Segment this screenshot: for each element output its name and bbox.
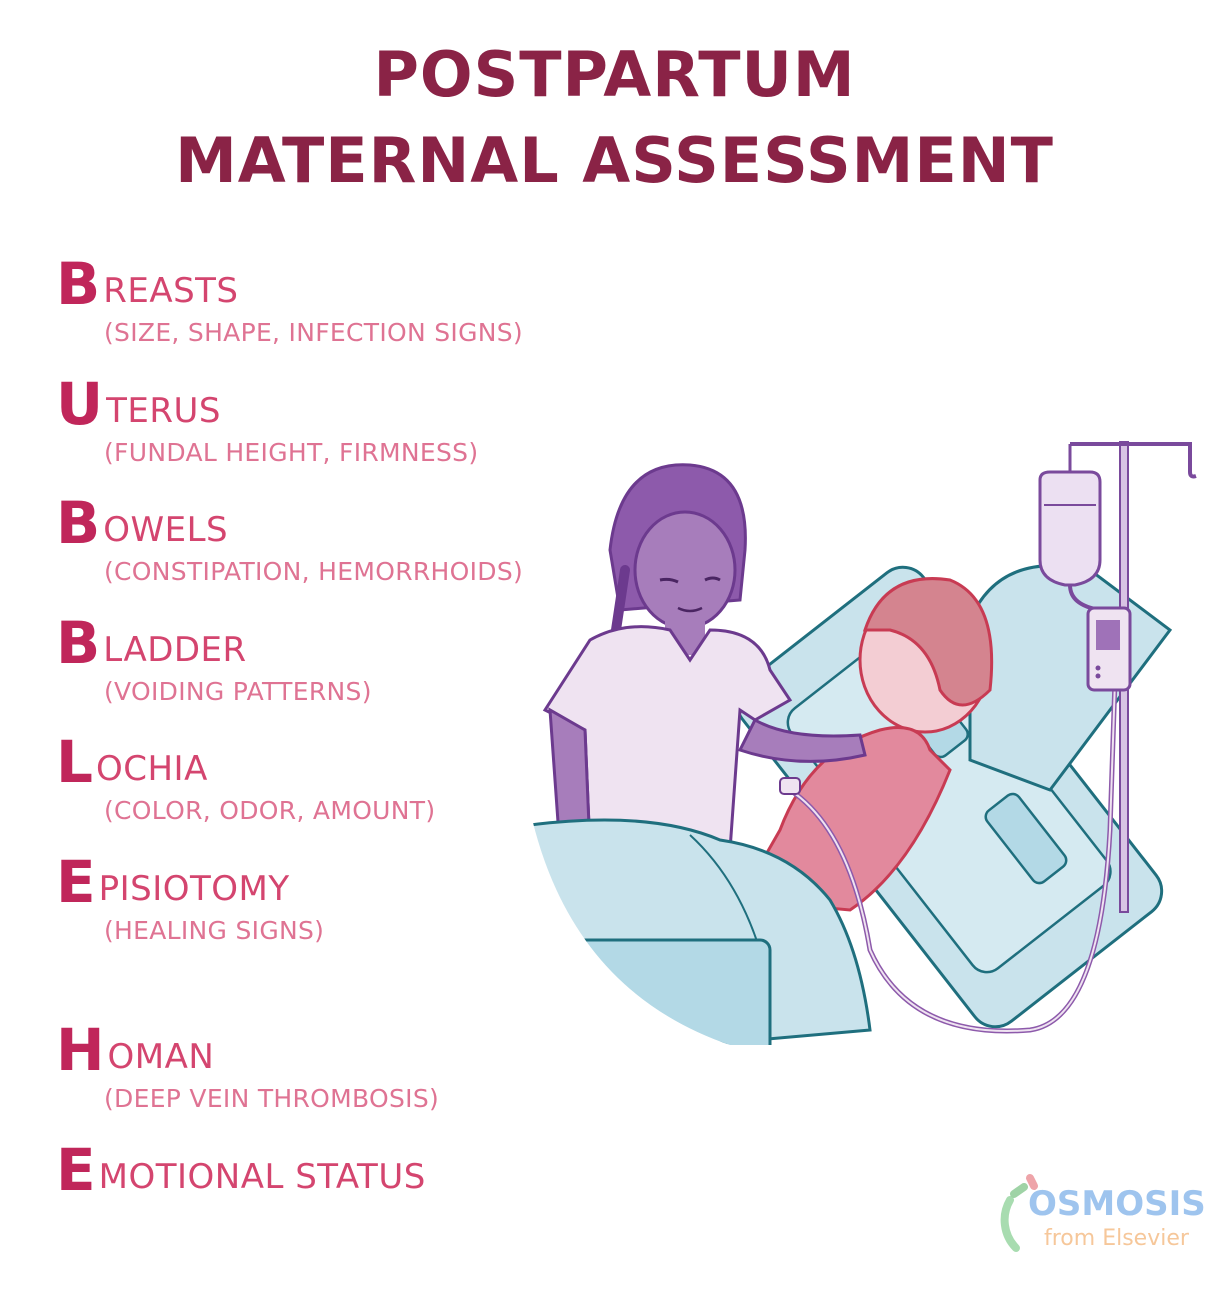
mnemonic-item-breasts: B REASTS (SIZE, SHAPE, INFECTION SIGNS)	[56, 250, 523, 348]
mnemonic-letter: H	[56, 1016, 105, 1084]
mnemonic-letter: B	[56, 489, 101, 557]
mnemonic-letter: E	[56, 1136, 96, 1204]
mnemonic-detail: (CONSTIPATION, HEMORRHOIDS)	[104, 557, 524, 587]
mnemonic-item-homan: H OMAN (DEEP VEIN THROMBOSIS)	[56, 1016, 440, 1114]
mnemonic-item-emotional-status: E MOTIONAL STATUS	[56, 1136, 426, 1204]
mnemonic-detail: (COLOR, ODOR, AMOUNT)	[104, 796, 436, 826]
logo-brand: OSMOSIS	[1028, 1184, 1206, 1224]
mnemonic-letter: B	[56, 609, 101, 677]
mnemonic-word: MOTIONAL STATUS	[98, 1157, 426, 1198]
mnemonic-item-bladder: B LADDER (VOIDING PATTERNS)	[56, 609, 372, 707]
mnemonic-word: TERUS	[106, 391, 221, 432]
mnemonic-item-uterus: U TERUS (FUNDAL HEIGHT, FIRMNESS)	[56, 370, 479, 468]
mnemonic-word: OMAN	[107, 1037, 215, 1078]
mnemonic-detail: (DEEP VEIN THROMBOSIS)	[104, 1084, 440, 1114]
mnemonic-item-lochia: L OCHIA (COLOR, ODOR, AMOUNT)	[56, 728, 436, 826]
mnemonic-item-bowels: B OWELS (CONSTIPATION, HEMORRHOIDS)	[56, 489, 524, 587]
mnemonic-detail: (VOIDING PATTERNS)	[104, 677, 372, 707]
mnemonic-detail: (HEALING SIGNS)	[104, 916, 325, 946]
mnemonic-word: OCHIA	[95, 749, 208, 790]
title-line-1: POSTPARTUM	[373, 38, 856, 111]
mnemonic-word: PISIOTOMY	[98, 869, 290, 910]
mnemonic-letter: E	[56, 848, 96, 916]
mnemonic-letter: B	[56, 250, 101, 318]
osmosis-logo: OSMOSIS from Elsevier	[1000, 1170, 1210, 1270]
nurse-patient-illustration-icon	[530, 430, 1220, 1060]
mnemonic-word: OWELS	[103, 510, 229, 551]
mnemonic-detail: (FUNDAL HEIGHT, FIRMNESS)	[104, 438, 479, 468]
mnemonic-word: LADDER	[103, 630, 247, 671]
title-line-2: MATERNAL ASSESSMENT	[175, 124, 1054, 197]
mnemonic-word: REASTS	[103, 271, 239, 312]
mnemonic-letter: U	[56, 370, 104, 438]
mnemonic-letter: L	[56, 728, 93, 796]
mnemonic-detail: (SIZE, SHAPE, INFECTION SIGNS)	[104, 318, 523, 348]
logo-tagline: from Elsevier	[1044, 1226, 1189, 1251]
mnemonic-item-episiotomy: E PISIOTOMY (HEALING SIGNS)	[56, 848, 325, 946]
osmosis-arc-icon	[1000, 1174, 1038, 1252]
